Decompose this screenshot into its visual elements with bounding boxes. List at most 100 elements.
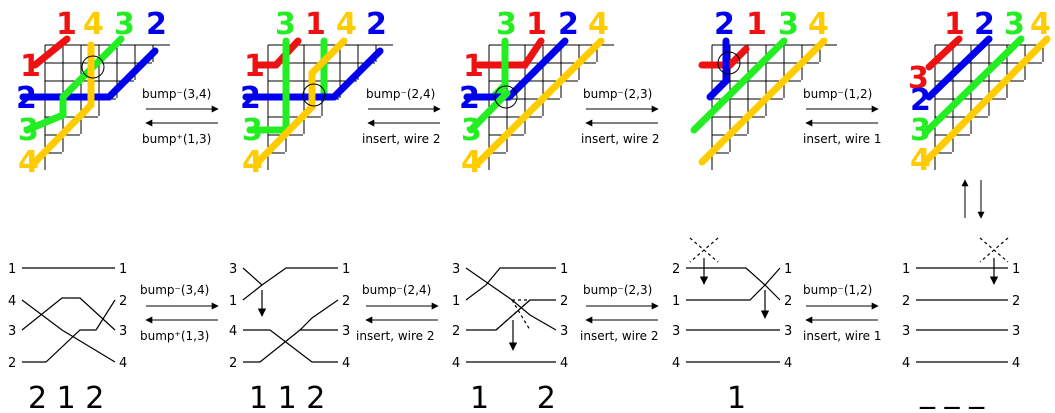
wiring-diagram-2 [242, 267, 339, 363]
svg-text:insert, wire 2: insert, wire 2 [580, 329, 659, 343]
svg-text:2: 2 [342, 294, 350, 309]
wire-red [31, 35, 71, 69]
svg-text:bump⁻(2,3): bump⁻(2,3) [583, 283, 652, 297]
left-label: 3 [18, 113, 39, 148]
svg-text:1: 1 [1012, 262, 1020, 277]
pipe-dream-panel-4 [690, 37, 837, 170]
svg-text:4: 4 [560, 356, 568, 371]
top-arrow-pair-1: bump⁻(3,4) bump⁺(1,3) [142, 87, 219, 146]
svg-text:1: 1 [463, 49, 484, 84]
svg-text:3: 3 [461, 113, 482, 148]
top-arrow-pair-2: bump⁻(2,4) insert, wire 2 [362, 87, 441, 146]
svg-text:insert, wire 2: insert, wire 2 [356, 329, 435, 343]
left-label: 2 [16, 81, 37, 116]
svg-text:3: 3 [784, 324, 792, 339]
pipe-dream-panel-5 [921, 35, 1051, 170]
svg-text:2: 2 [8, 356, 16, 371]
panel-3-labels: 3 1 2 4 1 2 3 4 [459, 7, 609, 180]
word-1: 2 1 2 [28, 381, 104, 413]
svg-text:3: 3 [8, 324, 16, 339]
svg-text:1: 1 [746, 7, 767, 42]
wire-green [23, 35, 125, 134]
vertical-arrows [961, 179, 985, 219]
svg-text:2: 2 [784, 294, 792, 309]
word-2: 1 1 2 [249, 381, 325, 413]
svg-text:4: 4 [672, 356, 680, 371]
svg-text:insert, wire 1: insert, wire 1 [803, 132, 882, 146]
panel-5-labels: 1 2 3 4 3 2 3 4 [908, 7, 1051, 178]
svg-text:bump⁺(1,3): bump⁺(1,3) [142, 132, 211, 146]
svg-text:2: 2 [558, 7, 579, 42]
svg-text:2: 2 [672, 262, 680, 277]
svg-text:1: 1 [244, 49, 265, 84]
svg-text:4: 4 [452, 356, 460, 371]
svg-text:1: 1 [944, 7, 965, 42]
svg-text:2: 2 [974, 7, 995, 42]
wiring-diagram-5-labels: 1 2 3 4 1 2 3 4 [902, 262, 1020, 371]
svg-text:1: 1 [902, 262, 910, 277]
svg-text:3: 3 [902, 324, 910, 339]
wire-yellow [31, 41, 95, 166]
svg-text:4: 4 [8, 294, 16, 309]
svg-text:4: 4 [119, 356, 127, 371]
svg-text:1: 1 [784, 262, 792, 277]
panel-2-labels: 3 1 4 2 1 2 3 4 [240, 7, 387, 180]
left-label: 4 [18, 145, 39, 180]
word-5: _ _ _ [919, 375, 985, 410]
svg-text:2: 2 [229, 356, 237, 371]
svg-text:2: 2 [560, 294, 568, 309]
wiring-diagram-3-labels: 3 1 2 4 1 2 3 4 [452, 262, 568, 371]
wiring-diagram-5 [916, 237, 1009, 363]
bottom-arrow-pair-3: bump⁻(2,3) insert, wire 2 [580, 283, 659, 343]
svg-text:2: 2 [366, 7, 387, 42]
pipe-dream-panel-2 [242, 37, 393, 170]
panel-4-labels: 2 1 3 4 [714, 7, 829, 42]
svg-text:bump⁻(3,4): bump⁻(3,4) [140, 283, 209, 297]
top-label: 1 [56, 7, 77, 42]
svg-text:1: 1 [119, 262, 127, 277]
bottom-arrow-pair-2: bump⁻(2,4) insert, wire 2 [356, 283, 439, 343]
svg-text:insert, wire 2: insert, wire 2 [362, 132, 441, 146]
wiring-diagram-4 [686, 237, 781, 363]
svg-text:4: 4 [902, 356, 910, 371]
top-arrow-pair-3: bump⁻(2,3) insert, wire 2 [581, 87, 660, 146]
reduced-words: 2 1 2 1 1 2 1 2 1 _ _ _ [28, 375, 985, 413]
svg-text:2: 2 [452, 324, 460, 339]
svg-text:insert, wire 2: insert, wire 2 [581, 132, 660, 146]
svg-text:bump⁻(1,2): bump⁻(1,2) [803, 283, 872, 297]
wiring-diagram-4-labels: 2 1 3 4 1 2 3 4 [672, 262, 792, 371]
svg-text:2: 2 [902, 294, 910, 309]
svg-text:2: 2 [119, 294, 127, 309]
wiring-diagram-2-labels: 3 1 4 2 1 2 3 4 [229, 262, 350, 371]
bottom-arrow-pair-1: bump⁻(3,4) bump⁺(1,3) [140, 283, 219, 343]
svg-text:2: 2 [714, 7, 735, 42]
svg-text:3: 3 [229, 262, 237, 277]
svg-text:1: 1 [229, 294, 237, 309]
svg-text:3: 3 [242, 113, 263, 148]
svg-text:1: 1 [526, 7, 547, 42]
svg-text:bump⁻(2,4): bump⁻(2,4) [366, 87, 435, 101]
crossing-circle [81, 55, 105, 79]
svg-text:1: 1 [305, 7, 326, 42]
svg-text:1: 1 [560, 262, 568, 277]
bottom-arrow-pair-4: bump⁻(1,2) insert, wire 1 [803, 283, 882, 343]
svg-text:1: 1 [8, 262, 16, 277]
svg-text:3: 3 [908, 61, 929, 96]
top-label: 3 [114, 7, 135, 42]
svg-text:bump⁻(1,2): bump⁻(1,2) [803, 87, 872, 101]
svg-text:1: 1 [672, 294, 680, 309]
svg-text:2: 2 [459, 81, 480, 116]
svg-text:3: 3 [560, 324, 568, 339]
pipe-dream-panel-1 [19, 35, 170, 170]
pipe-dream-panel-3 [463, 37, 614, 170]
svg-text:3: 3 [778, 7, 799, 42]
svg-text:1: 1 [342, 262, 350, 277]
top-label: 4 [83, 7, 104, 42]
svg-text:4: 4 [808, 7, 829, 42]
top-label: 2 [146, 7, 167, 42]
svg-text:3: 3 [672, 324, 680, 339]
svg-text:3: 3 [119, 324, 127, 339]
wiring-diagram-1 [21, 267, 116, 363]
svg-text:4: 4 [342, 356, 350, 371]
